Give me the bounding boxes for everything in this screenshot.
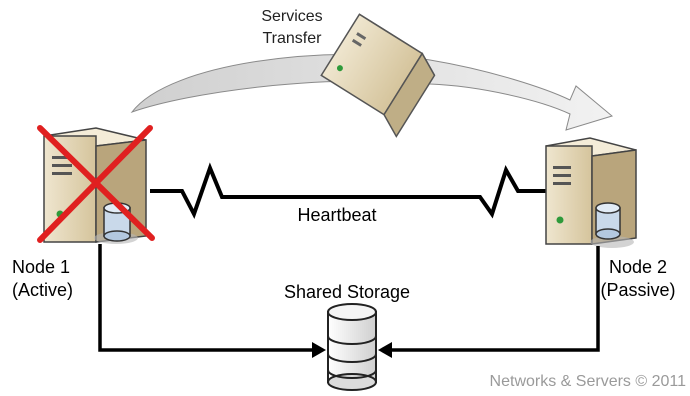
node1-role: (Active) [12,280,74,300]
node2-role: (Passive) [600,280,676,300]
database-icon [327,303,377,391]
transfer-arrow-icon [130,53,614,131]
node1-name: Node 1 [12,257,71,277]
copyright-notice: Networks & Servers © 2011 [489,373,686,390]
node2-server [545,137,637,248]
heartbeat-label: Heartbeat [297,205,377,225]
services-transfer-label: Services Transfer [232,6,352,50]
disk-icon [595,202,621,240]
services-transfer-text: Services Transfer [261,8,323,47]
node2-name: Node 2 [608,257,668,277]
node2-label: Node 2 (Passive) [586,256,690,302]
storage-link-node1 [98,244,326,358]
node1-server [37,125,155,244]
heartbeat-link [150,162,548,220]
storage-link-node2 [378,246,600,358]
shared-storage-label: Shared Storage [283,282,411,302]
server-icon [545,137,637,248]
server-icon [320,13,436,138]
failure-x-icon [37,125,155,243]
node1-label: Node 1 (Active) [0,256,102,302]
